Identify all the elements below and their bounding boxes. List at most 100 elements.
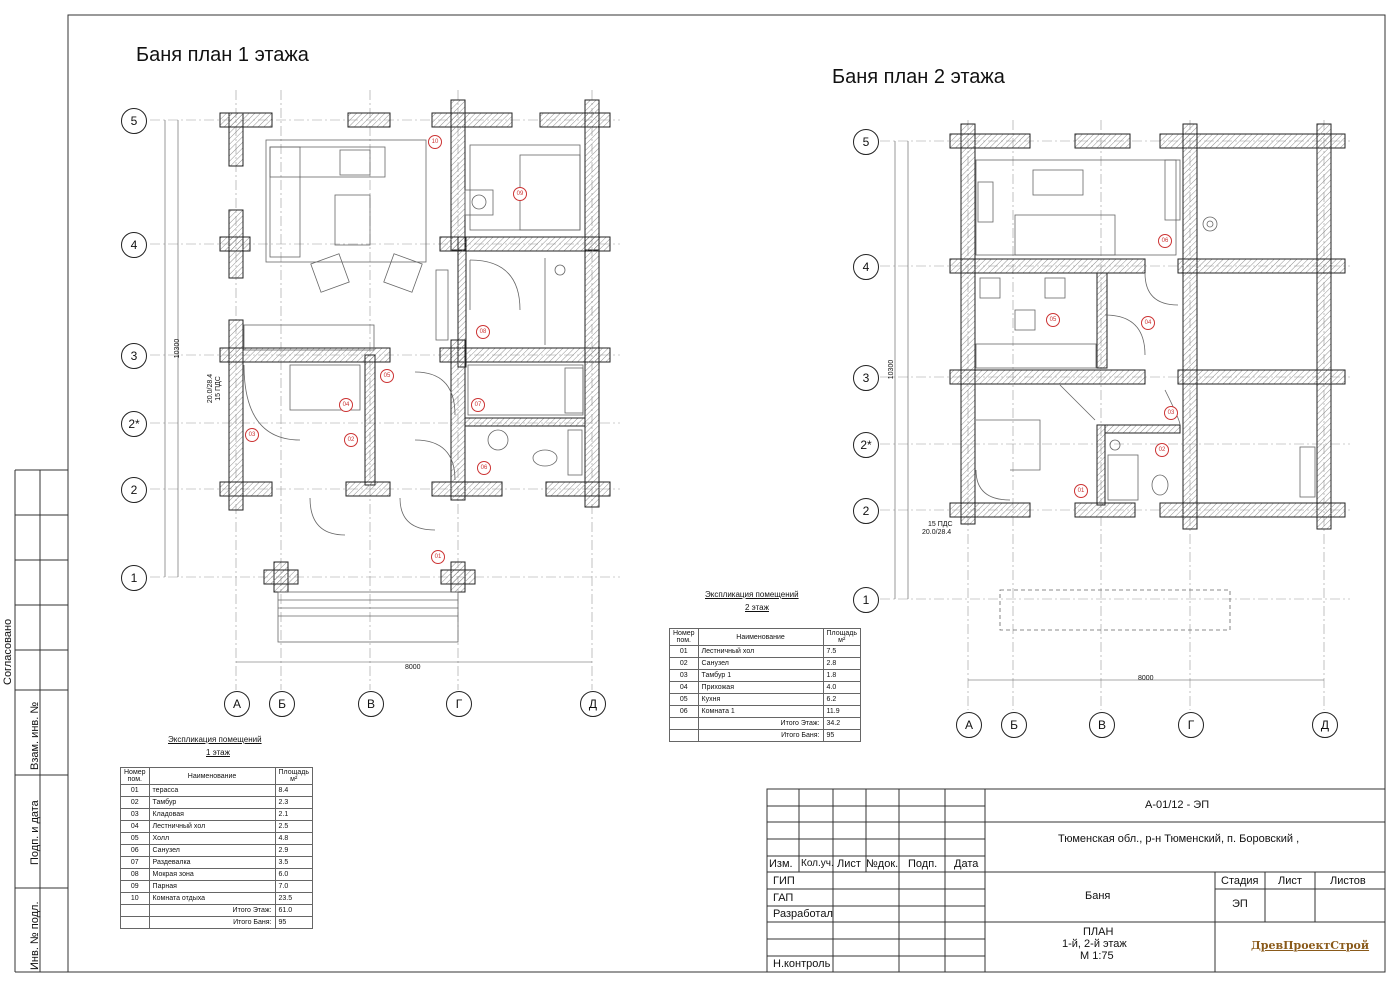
room-marker: 03 [245, 428, 259, 442]
room-number: 06 [120, 844, 150, 857]
room-area: 2.8 [822, 657, 862, 670]
plan-2-dim-total: 8000 [1138, 675, 1154, 682]
room-name: Комната 1 [697, 705, 824, 718]
axis-row-1: 1 [121, 565, 147, 591]
axis-col-b: Б [269, 691, 295, 717]
axis-col-g: Г [446, 691, 472, 717]
room-name: Комната отдыха [148, 892, 276, 905]
room-name: Парная [148, 880, 276, 893]
room-number: 10 [120, 892, 150, 905]
room-name: Тамбур 1 [697, 669, 824, 682]
room-marker: 08 [476, 325, 490, 339]
room-marker: 01 [431, 550, 445, 564]
plan-2-dim-side: 10300 [888, 359, 896, 380]
stamp-h-list: Лист [837, 858, 861, 870]
room-marker: 03 [1164, 406, 1178, 420]
room-number: 04 [120, 820, 150, 833]
side-strip [14, 469, 68, 973]
project-code: А-01/12 - ЭП [1145, 799, 1210, 811]
col-area: Площадь м² [274, 767, 314, 785]
total: 95 [822, 729, 862, 742]
plan-1-title: Баня план 1 этажа [136, 44, 309, 66]
stamp-nkontr: Н.контроль [773, 958, 831, 970]
stamp-gip: ГИП [773, 875, 795, 887]
sheet-name-1: ПЛАН [1083, 926, 1114, 938]
total-floor: 61.0 [274, 904, 314, 917]
room-area: 3.5 [274, 856, 314, 869]
room-area: 11.9 [822, 705, 862, 718]
room-marker: 06 [477, 461, 491, 475]
room-number: 05 [669, 693, 699, 706]
expl-2-title: Экспликация помещений [705, 590, 799, 599]
side-inv-podl: Инв. № подл. [29, 901, 41, 970]
axis-row-2: 2 [121, 477, 147, 503]
plan-1-floor [150, 90, 620, 690]
axis-row-4: 4 [121, 232, 147, 258]
plan-2-level-1: 15 ПДС [928, 521, 953, 528]
room-marker: 02 [344, 433, 358, 447]
room-name: Тамбур [148, 796, 276, 809]
sheet-frame [67, 14, 1386, 973]
room-area: 8.4 [274, 784, 314, 797]
list-header: Лист [1278, 875, 1302, 887]
room-marker: 04 [1141, 316, 1155, 330]
room-marker: 02 [1155, 443, 1169, 457]
stamp-h-podp: Подп. [908, 858, 938, 870]
room-name: Холл [148, 832, 276, 845]
room-area: 7.5 [822, 645, 862, 658]
axis-row-2star: 2* [853, 432, 879, 458]
sheet-scale: М 1:75 [1080, 950, 1114, 962]
room-area: 1.8 [822, 669, 862, 682]
room-marker: 05 [1046, 313, 1060, 327]
expl-1-title: Экспликация помещений [168, 735, 262, 744]
room-number: 03 [669, 669, 699, 682]
axis-col-b: Б [1001, 712, 1027, 738]
room-area: 6.2 [822, 693, 862, 706]
plan-2-level-2: 20.0/28.4 [922, 529, 952, 536]
room-area: 4.8 [274, 832, 314, 845]
axis-row-2star: 2* [121, 411, 147, 437]
room-name: Санузел [697, 657, 824, 670]
expl-1-subtitle: 1 этаж [206, 748, 230, 757]
axis-row-4: 4 [853, 254, 879, 280]
room-number: 06 [669, 705, 699, 718]
axis-col-g: Г [1178, 712, 1204, 738]
room-name: Лестничный хол [697, 645, 824, 658]
room-name: Лестничный хол [148, 820, 276, 833]
room-number: 08 [120, 868, 150, 881]
project-address: Тюменская обл., р-н Тюменский, п. Боровс… [1058, 833, 1300, 845]
axis-row-3: 3 [121, 343, 147, 369]
axis-row-1: 1 [853, 587, 879, 613]
plan-2-title: Баня план 2 этажа [832, 66, 1005, 88]
title-block-grid [766, 788, 1386, 973]
room-area: 2.3 [274, 796, 314, 809]
axis-row-5: 5 [121, 108, 147, 134]
room-marker: 05 [380, 369, 394, 383]
object-name: Баня [1085, 890, 1111, 902]
room-name: Кухня [697, 693, 824, 706]
room-number: 02 [120, 796, 150, 809]
col-num: Номер пом. [120, 767, 150, 785]
total-label: Итого Баня: [697, 729, 824, 742]
total-label: Итого Баня: [148, 916, 276, 929]
room-number: 09 [120, 880, 150, 893]
room-area: 23.5 [274, 892, 314, 905]
room-marker: 04 [339, 398, 353, 412]
room-name: Кладовая [148, 808, 276, 821]
room-marker: 01 [1074, 484, 1088, 498]
room-area: 2.5 [274, 820, 314, 833]
